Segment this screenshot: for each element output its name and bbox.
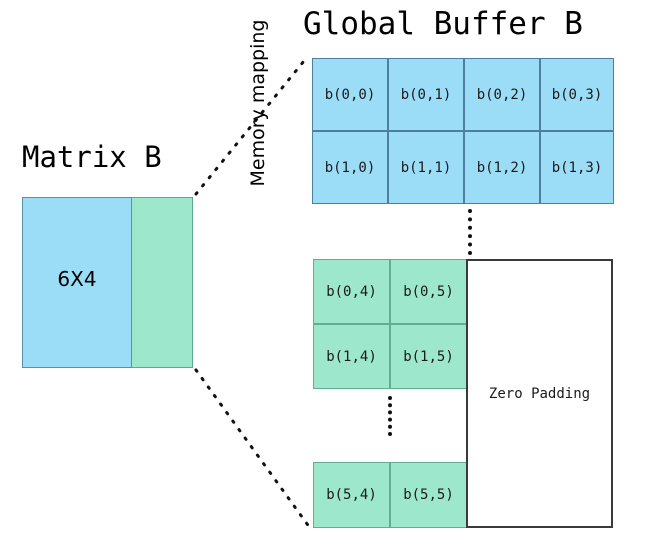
matrix-b-title: Matrix B (22, 140, 162, 174)
buffer-cell: b(0,2) (464, 58, 540, 131)
buffer-cell: b(5,5) (390, 462, 467, 528)
global-buffer-title: Global Buffer B (303, 6, 583, 42)
buffer-cell: b(1,5) (390, 324, 467, 389)
zero-padding-box: Zero Padding (466, 259, 613, 528)
buffer-cell: b(0,1) (388, 58, 464, 131)
buffer-cell: b(1,2) (464, 131, 540, 204)
buffer-cell: b(0,4) (313, 259, 390, 324)
buffer-cell: b(5,4) (313, 462, 390, 528)
matrix-b-size-label: 6X4 (57, 267, 97, 291)
matrix-b-shape: 6X4 (22, 197, 193, 368)
buffer-cell: b(1,0) (312, 131, 388, 204)
matrix-b-blue-region (22, 197, 132, 368)
buffer-cell: b(0,5) (390, 259, 467, 324)
buffer-cell: b(1,3) (540, 131, 614, 204)
buffer-cell: b(0,3) (540, 58, 614, 131)
vertical-ellipsis-between-blocks (468, 209, 472, 255)
matrix-b-green-region (132, 197, 193, 368)
buffer-cell: b(1,4) (313, 324, 390, 389)
vertical-ellipsis-green-block (388, 396, 392, 436)
memory-mapping-label: Memory mapping (247, 19, 269, 187)
buffer-cell: b(0,0) (312, 58, 388, 131)
buffer-cell: b(1,1) (388, 131, 464, 204)
connector-line-lower (194, 368, 312, 530)
